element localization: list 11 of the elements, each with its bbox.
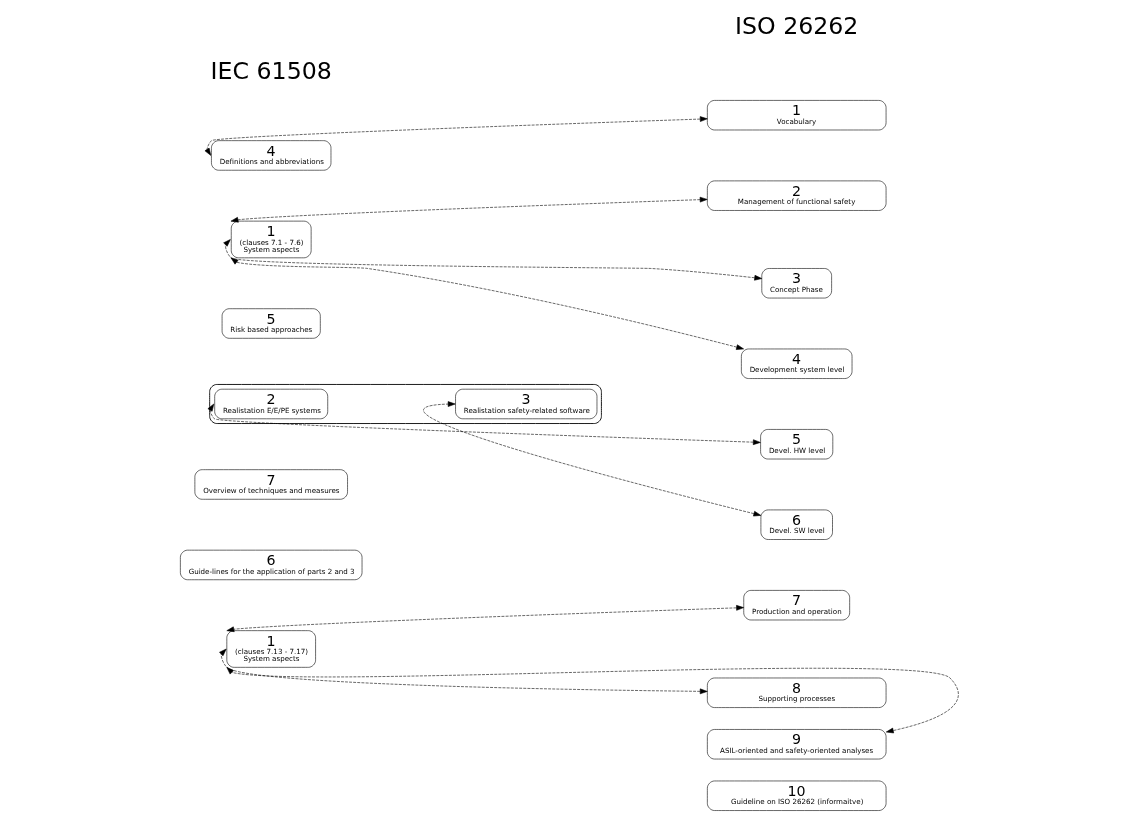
label: ISO 26262 xyxy=(735,11,859,40)
arrow xyxy=(219,648,708,695)
arrow xyxy=(226,605,744,632)
arrow xyxy=(230,196,708,223)
arrow xyxy=(230,257,744,350)
arrow xyxy=(223,239,763,281)
arrow xyxy=(423,401,762,517)
label: IEC 61508 xyxy=(210,56,332,85)
arrow xyxy=(204,116,708,156)
arrow xyxy=(207,403,761,445)
arrow xyxy=(226,667,959,734)
